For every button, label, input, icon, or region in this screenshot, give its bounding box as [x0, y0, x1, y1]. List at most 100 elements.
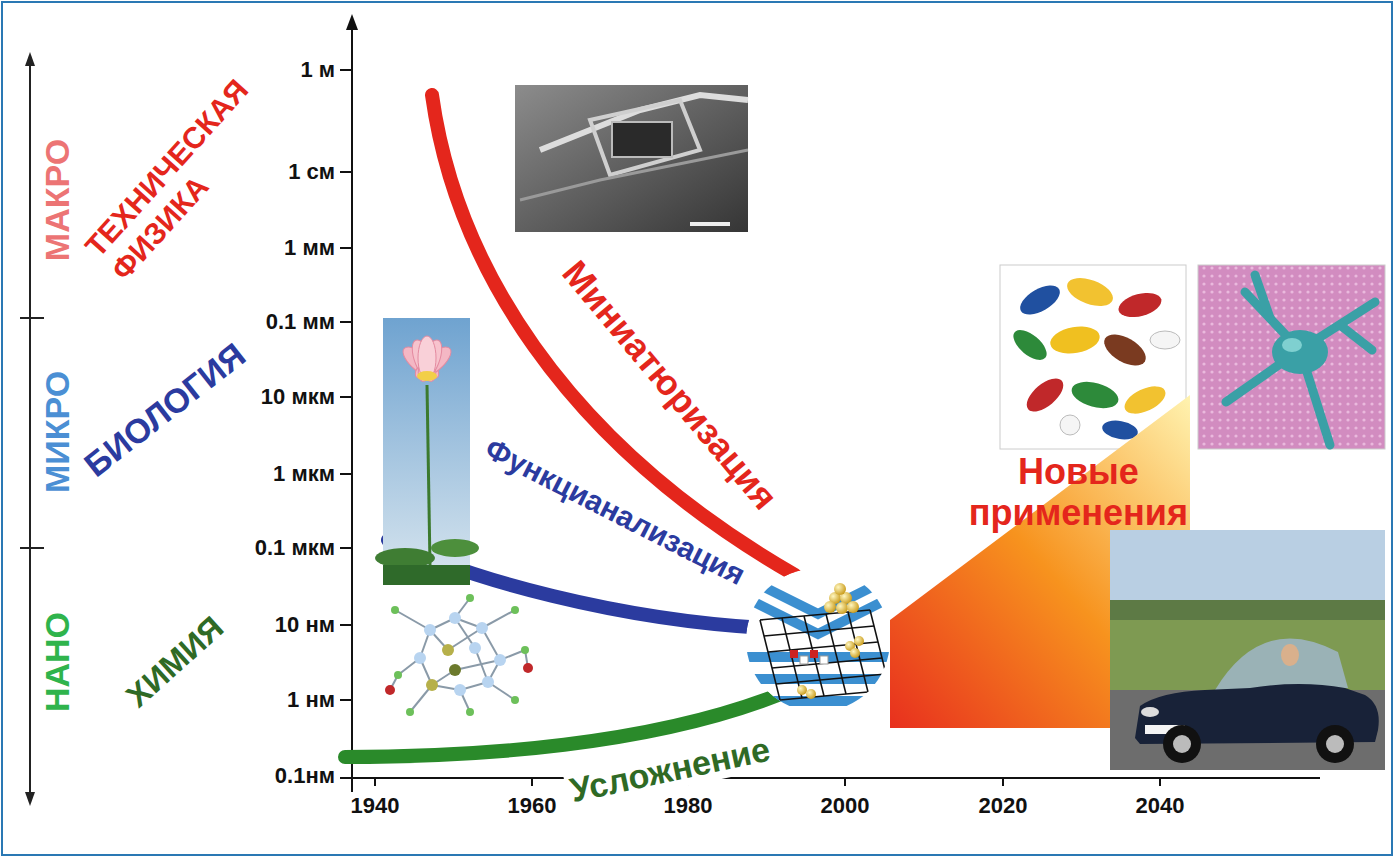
- axes-part: [374, 778, 376, 786]
- nano-structure-circle-part-part: [848, 612, 868, 692]
- molecule-model-part-part: [466, 708, 474, 716]
- scale-bracket-part: [20, 317, 44, 319]
- molecule-model-part: [395, 610, 430, 630]
- axes-part: [1159, 778, 1161, 786]
- scale-bracket-part: [25, 52, 35, 66]
- axes-part: [340, 69, 352, 71]
- car-photo-part: [1281, 644, 1299, 666]
- nano-structure-circle: [740, 568, 900, 712]
- car-photo-part: [1316, 725, 1354, 763]
- scale-label-anchor: МИКРО: [38, 371, 77, 493]
- molecule-model-part-part: [511, 606, 519, 614]
- axis-tick-label: 0.1 мм: [266, 309, 335, 334]
- molecule-model-part-part: [414, 652, 426, 664]
- molecule-model-part-part: [476, 622, 488, 634]
- axis-tick-label-anchor: 0.1 мкм: [255, 535, 335, 560]
- year-label-anchor: 2020: [979, 793, 1028, 818]
- nano-structure-circle-part-part: [826, 614, 846, 694]
- pills-photo-part: [1099, 328, 1151, 372]
- neuron-photo-part: [1198, 265, 1385, 449]
- scale-label: МИКРО: [38, 371, 77, 493]
- molecule-model-part-part: [406, 708, 414, 716]
- nano-structure-circle-part-part: [764, 626, 874, 636]
- axes-part: [340, 777, 1320, 779]
- nano-structure-circle-part-part: [870, 610, 890, 690]
- nano-structure-circle-part-part: [760, 620, 780, 700]
- lotus-photo-part: [427, 385, 430, 565]
- molecule-model-part-part: [449, 612, 461, 624]
- nano-structure-circle-part-part: [776, 674, 886, 684]
- molecule-model-part-part: [494, 654, 506, 666]
- field-label: ХИМИЯ: [119, 609, 231, 715]
- sem-photo: [515, 85, 748, 232]
- year-label: 2040: [1136, 793, 1185, 818]
- pills-photo-part: [1048, 323, 1102, 357]
- lotus-photo: [375, 318, 479, 585]
- axis-tick-label-anchor: 10 нм: [275, 612, 335, 637]
- car-photo-part: [1163, 725, 1201, 763]
- scale-label: НАНО: [38, 612, 77, 712]
- axes-part: [346, 14, 358, 30]
- axes-part: [340, 473, 352, 475]
- axis-tick-label: 1 нм: [287, 687, 335, 712]
- sem-photo-part: [520, 150, 748, 200]
- axis-tick-label-anchor: 1 см: [288, 159, 335, 184]
- nano-structure-circle-part: [746, 568, 890, 712]
- lotus-photo-part: [383, 565, 470, 585]
- car-photo-part: [1110, 600, 1385, 622]
- nano-structure-circle-part-part: [800, 656, 808, 664]
- nano-structure-circle-part-part: [836, 602, 848, 614]
- lotus-photo-part: [431, 539, 479, 557]
- nano-structure-circle-part: [790, 583, 864, 699]
- pills-photo-part: [1120, 381, 1169, 420]
- molecule-model-part-part: [523, 663, 533, 673]
- lotus-photo-part-part: [417, 371, 437, 381]
- axis-tick-label: 1 м: [300, 57, 335, 82]
- axis-tick-label: 10 мкм: [261, 384, 335, 409]
- axis-tick-label: 10 нм: [275, 612, 335, 637]
- molecule-model-part-part: [466, 594, 474, 602]
- pills-photo-part: [1021, 372, 1069, 417]
- car-photo: [1110, 530, 1385, 770]
- nano-structure-circle-part-part: [824, 601, 836, 613]
- axes-part: [340, 547, 352, 549]
- molecule-model-part-part: [385, 685, 395, 695]
- nano-structure-circle-part-part: [810, 650, 818, 658]
- neuron-photo: [1198, 265, 1385, 449]
- molecule-model-part-part: [521, 646, 529, 654]
- nano-structure-circle-part: [760, 610, 890, 700]
- car-photo-part: [1173, 735, 1191, 753]
- molecule-model-part-part: [424, 624, 436, 636]
- year-label: 1940: [351, 793, 400, 818]
- nano-structure-circle-part-part: [790, 650, 798, 658]
- axes-part: [1002, 778, 1004, 786]
- lotus-photo-part: [398, 336, 456, 384]
- neuron-photo-part: [1272, 330, 1328, 374]
- pills-photo-part: [1069, 377, 1122, 413]
- year-label-anchor: 2000: [821, 793, 870, 818]
- scale-bracket-part: [29, 62, 31, 796]
- nano-structure-circle-part-part: [806, 689, 816, 699]
- scale-label-anchor: НАНО: [38, 612, 77, 712]
- scale-label-anchor: МАКРО: [38, 139, 77, 261]
- pills-photo-part: [1063, 273, 1116, 312]
- axis-tick-label: 1 мкм: [273, 461, 335, 486]
- axis-tick-label: 0.1нм: [275, 763, 335, 788]
- year-label-anchor: 2040: [1136, 793, 1185, 818]
- field-label: ТЕХНИЧЕСКАЯ ФИЗИКА: [79, 73, 281, 287]
- molecule-model-part: [385, 594, 533, 716]
- car-photo-part: [1141, 707, 1159, 717]
- axes-part: [340, 624, 352, 626]
- neuron-photo-part-part: [1255, 275, 1270, 318]
- pills-photo-part: [1015, 279, 1064, 320]
- axes-part: [531, 778, 533, 786]
- axis-tick-label-anchor: 10 мкм: [261, 384, 335, 409]
- trend-label: Миниатюризация: [554, 252, 786, 517]
- axis-tick-label-anchor: 0.1нм: [275, 763, 335, 788]
- molecule-model: [385, 594, 533, 716]
- nano-structure-circle-part-part: [854, 636, 864, 646]
- nano-structure-circle-part-part: [820, 656, 828, 664]
- applications-wedge: Новые применения: [890, 395, 1190, 728]
- trend-label-anchor: Миниатюризация: [554, 252, 786, 517]
